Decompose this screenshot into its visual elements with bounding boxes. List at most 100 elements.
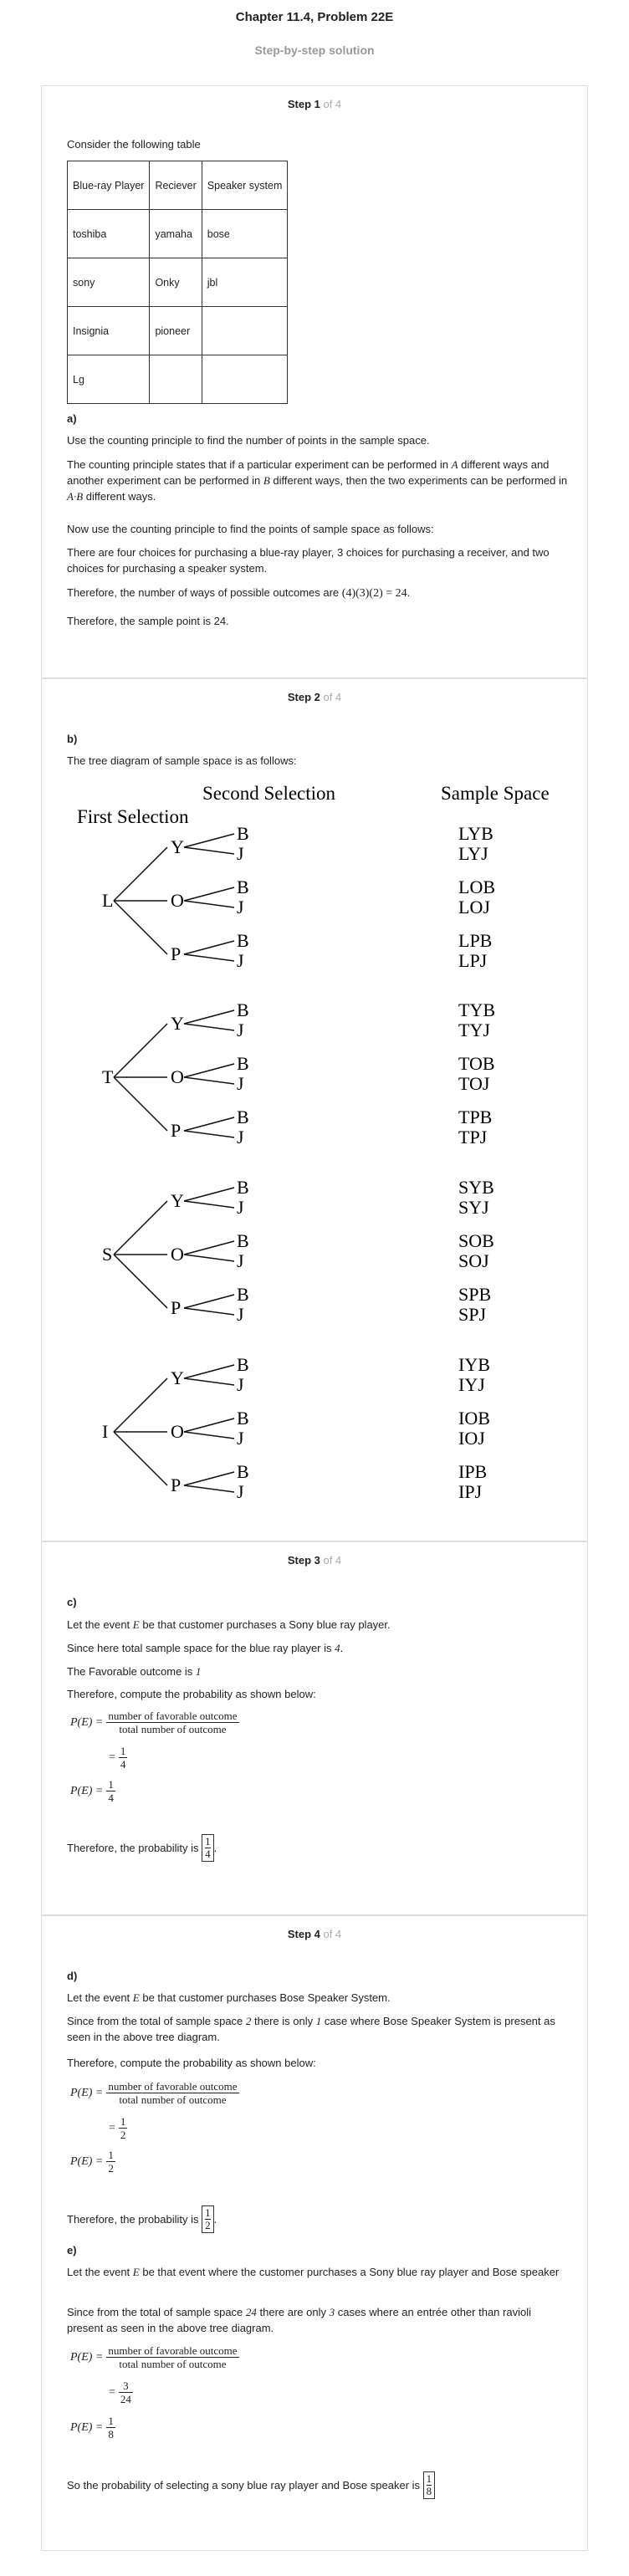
step3-event: Let the event E be that customer purchas…: [67, 1617, 569, 1633]
numerator: 1: [205, 2206, 211, 2220]
tree-leaf-label: J: [237, 1250, 244, 1271]
equals: =: [109, 2121, 115, 2134]
period: .: [213, 2213, 217, 2226]
step-4-panel: Step 4 of 4 d) Let the event E be that c…: [41, 1915, 588, 2551]
tree-branch: [113, 900, 168, 955]
table-row: toshiba yamaha bose: [66, 209, 289, 258]
math-var: E: [132, 2266, 140, 2278]
tree-leaf-label: B: [237, 930, 249, 951]
tree-branch: [183, 1076, 235, 1085]
text: The counting principle states that if a …: [67, 458, 452, 471]
step1-outcomes: Therefore, the number of ways of possibl…: [67, 585, 569, 601]
step-of: of 4: [320, 1928, 342, 1940]
step-2-header: Step 2 of 4: [42, 691, 587, 703]
step1-text: Now use the counting principle to find t…: [67, 523, 434, 535]
tree-leaf-label: J: [237, 897, 244, 917]
step-label: Step 1: [287, 98, 320, 110]
tree-leaf-label: B: [237, 999, 249, 1020]
table-row: Lg: [66, 355, 289, 404]
sample-outcome: IYB: [458, 1354, 490, 1375]
sample-outcome: SOB: [458, 1230, 494, 1251]
numerator: 1: [426, 2472, 432, 2486]
table-header-cell: Reciever: [149, 161, 202, 210]
math-var: A: [451, 458, 458, 471]
tree-branch: [183, 900, 235, 908]
math-var: 1: [315, 2015, 322, 2027]
step-1-panel: Step 1 of 4 Consider the following table…: [41, 85, 588, 678]
tree-branch: [183, 1240, 235, 1255]
step1-text: Therefore, the sample point is 24.: [67, 615, 229, 627]
text: different ways, then the two experiments…: [269, 474, 568, 487]
tree-leaf-label: J: [237, 1073, 244, 1094]
tree-leaf-label: B: [237, 1053, 249, 1074]
denominator: 4: [108, 1791, 114, 1804]
part-label: b): [67, 733, 78, 745]
sample-outcome: LOB: [458, 877, 495, 897]
table-cell: bose: [201, 209, 289, 258]
denominator: 8: [108, 2428, 114, 2441]
denominator: 24: [120, 2393, 131, 2405]
tree-leaf-label: B: [237, 823, 249, 844]
step-of: of 4: [320, 691, 342, 703]
tree-leaf-label: B: [237, 1408, 249, 1429]
step-label: Step 2: [287, 691, 320, 703]
sample-outcome: TOJ: [458, 1073, 490, 1094]
tree-leaf-label: J: [237, 1304, 244, 1325]
math-var: E: [132, 1618, 140, 1631]
step-of: of 4: [320, 1554, 342, 1567]
step4-sample: Since from the total of sample space 2 t…: [67, 2013, 569, 2045]
tree-branch: [113, 1431, 168, 1486]
part-label: d): [67, 1970, 78, 1982]
tree-branch: [183, 833, 235, 848]
step3-text: Therefore, compute the probability as sh…: [67, 1688, 316, 1700]
math-lhs: P(E) =: [70, 2420, 104, 2434]
tree-diagram: First Selection Second Selection Sample …: [77, 783, 550, 1502]
denominator: total number of outcome: [119, 1723, 227, 1735]
tree-second-label: Y: [171, 836, 184, 857]
text: .: [340, 1642, 344, 1654]
tree-leaf-label: J: [237, 1020, 244, 1040]
text: there are only: [256, 2306, 330, 2318]
sample-outcome: SYJ: [458, 1197, 489, 1218]
tree-second-label: Y: [171, 1013, 184, 1034]
text: there is only: [251, 2015, 316, 2027]
tree-branch: [183, 1254, 235, 1262]
tree-leaf-label: J: [237, 1127, 244, 1147]
sample-outcome: SPJ: [458, 1304, 486, 1325]
step-1-header: Step 1 of 4: [42, 98, 587, 110]
tree-leaf-label: J: [237, 1374, 244, 1395]
numerator: 1: [106, 1778, 115, 1791]
tree-leaf-label: B: [237, 1177, 249, 1198]
text: cases where an entrée other than ravioli…: [67, 2306, 531, 2334]
sample-outcome: TYB: [458, 999, 495, 1020]
tree-branch: [183, 1117, 235, 1132]
tree-leaf-label: B: [237, 1284, 249, 1305]
sample-outcome: TPB: [458, 1107, 492, 1127]
tree-branch: [183, 1187, 235, 1202]
tree-second-label: P: [171, 1297, 181, 1318]
tree-branch: [183, 1200, 235, 1209]
denominator: total number of outcome: [119, 2093, 227, 2106]
step1-intro: Consider the following table: [67, 138, 201, 151]
denominator: 2: [120, 2129, 126, 2141]
tree-second-label: Y: [171, 1190, 184, 1211]
table-cell: Insignia: [66, 306, 151, 355]
step4-answer-e: So the probability of selecting a sony b…: [67, 2471, 569, 2499]
table-cell: [149, 355, 202, 404]
sample-outcome: LPB: [458, 930, 492, 951]
product-table: Blue-ray Player Reciever Speaker system …: [66, 161, 289, 404]
tree-leaf-label: J: [237, 1481, 244, 1502]
sample-outcome: IOJ: [458, 1428, 485, 1449]
sample-outcome: LPJ: [458, 950, 488, 971]
tree-branch: [183, 887, 235, 902]
text: Since from the total of sample space: [67, 2015, 246, 2027]
tree-col-sample: Sample Space: [441, 783, 550, 804]
sample-outcome: LOJ: [458, 897, 490, 917]
